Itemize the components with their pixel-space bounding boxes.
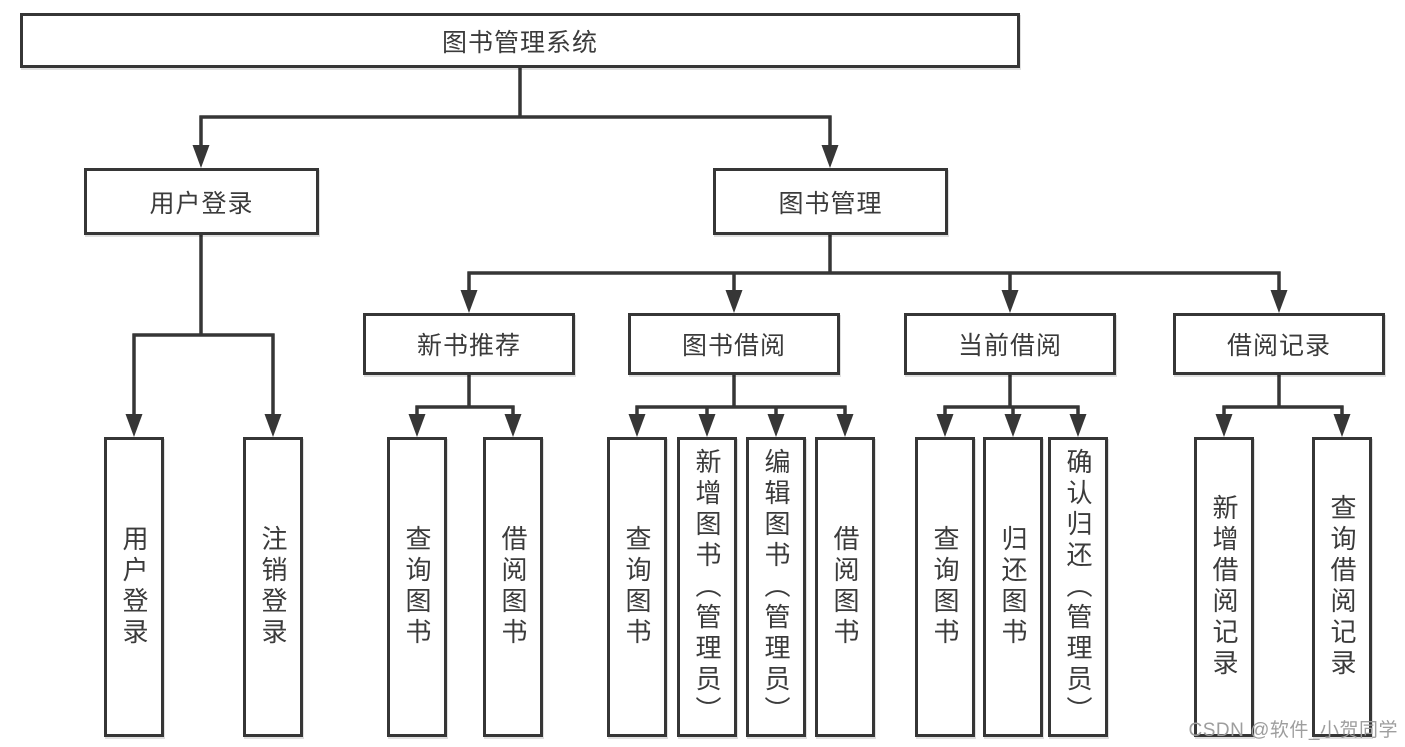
node-leaf-query-books-recommend: 查询图书 [387,437,447,737]
node-book-management: 图书管理 [713,168,948,235]
node-current-borrowing: 当前借阅 [904,313,1116,375]
node-book-borrowing: 图书借阅 [628,313,840,375]
node-label: 编辑图书（管理员） [761,447,791,727]
node-label: 借阅图书 [830,525,860,649]
node-label: 查询图书 [930,525,960,649]
node-leaf-user-login: 用户登录 [104,437,164,737]
node-label: 当前借阅 [957,332,1062,360]
node-label: 图书借阅 [681,332,786,360]
node-label: 注销登录 [258,525,288,649]
node-leaf-borrow-books-recommend: 借阅图书 [483,437,543,737]
arrowhead-icons [125,145,1351,437]
node-leaf-add-borrow-record: 新增借阅记录 [1194,437,1254,737]
node-leaf-borrow-books: 借阅图书 [815,437,875,737]
node-label: 借阅记录 [1226,332,1331,360]
node-label: 图书管理 [778,189,883,218]
node-leaf-query-books-borrow: 查询图书 [607,437,667,737]
connector-line [132,68,1344,419]
node-user-login: 用户登录 [84,168,319,235]
node-library-management-system: 图书管理系统 [20,13,1020,68]
node-label: 借阅图书 [498,525,528,649]
node-leaf-return-book: 归还图书 [983,437,1043,737]
node-leaf-query-books-current: 查询图书 [915,437,975,737]
node-leaf-confirm-return-admin: 确认归还（管理员） [1048,437,1108,737]
node-label: 新书推荐 [416,332,521,360]
node-label: 归还图书 [998,525,1028,649]
node-borrowing-records: 借阅记录 [1173,313,1385,375]
node-label: 查询图书 [402,525,432,649]
watermark: CSDN @软件_小贺同学 [1188,720,1398,741]
node-leaf-query-borrow-record: 查询借阅记录 [1312,437,1372,737]
node-label: 查询图书 [622,525,652,649]
node-label: 确认归还（管理员） [1063,447,1093,727]
node-label: 新增图书（管理员） [692,447,722,727]
node-label: 图书管理系统 [441,28,598,57]
node-new-book-recommendation: 新书推荐 [363,313,575,375]
node-label: 用户登录 [149,189,254,218]
node-label: 查询借阅记录 [1327,494,1357,680]
node-leaf-edit-book-admin: 编辑图书（管理员） [746,437,806,737]
node-leaf-add-book-admin: 新增图书（管理员） [677,437,737,737]
node-leaf-logout: 注销登录 [243,437,303,737]
node-label: 用户登录 [119,525,149,649]
node-label: 新增借阅记录 [1209,494,1239,680]
